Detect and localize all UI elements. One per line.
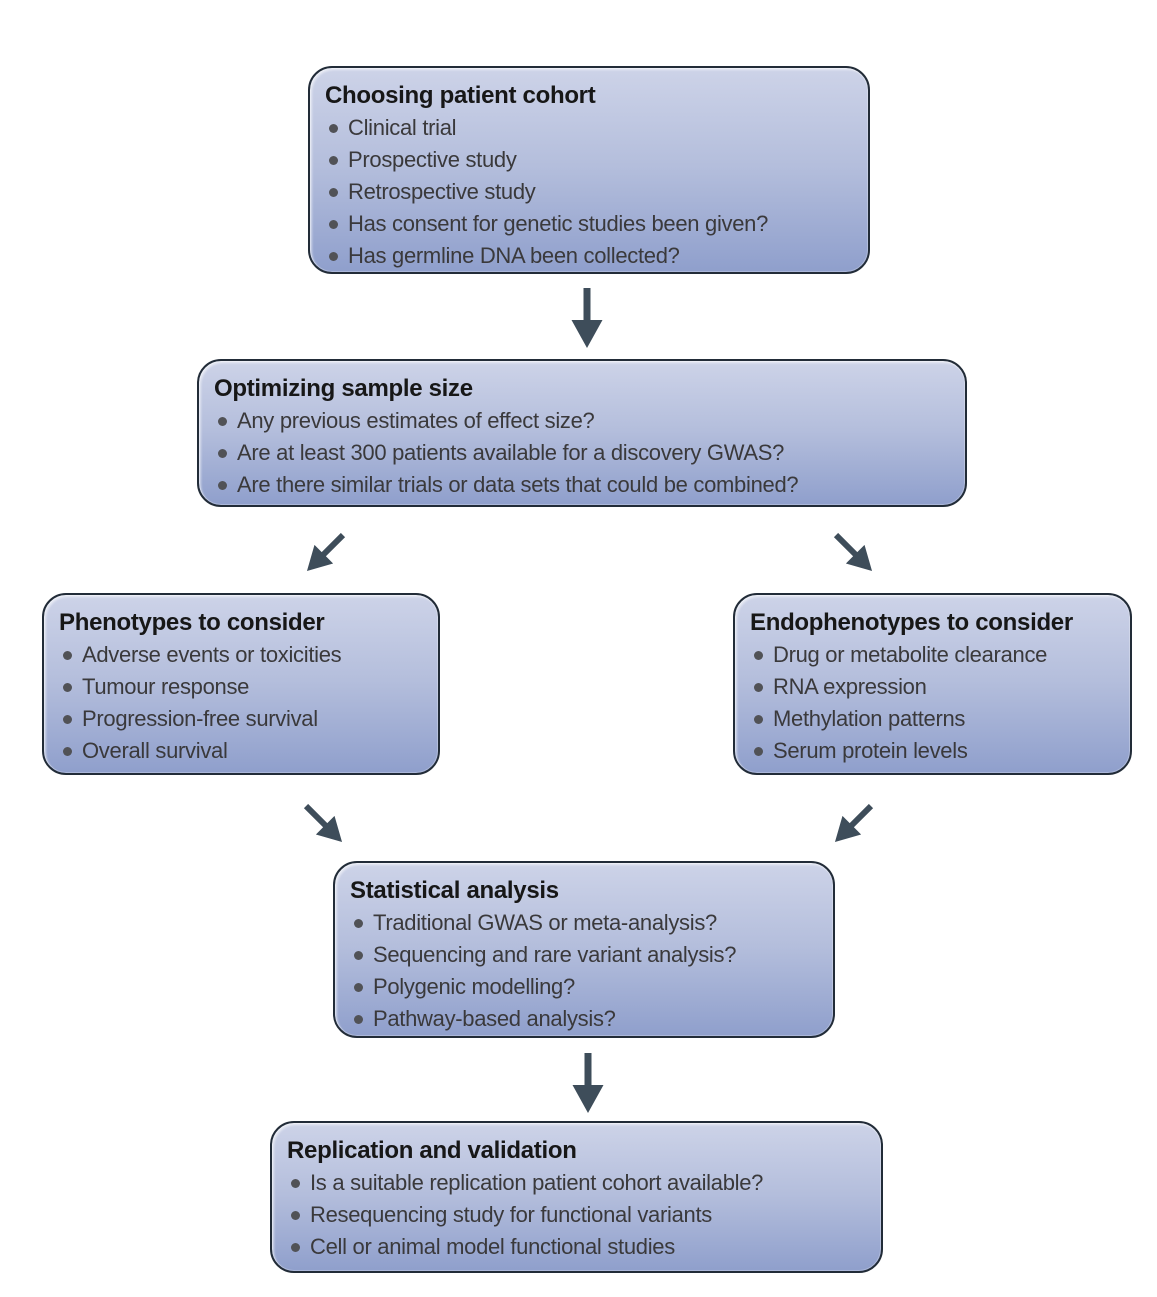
- node-bullet-list: Is a suitable replication patient cohort…: [287, 1167, 869, 1263]
- bullet-item: Pathway-based analysis?: [350, 1003, 821, 1035]
- bullet-item: Methylation patterns: [750, 703, 1118, 735]
- bullet-item: Are there similar trials or data sets th…: [214, 469, 953, 501]
- node-title: Optimizing sample size: [214, 375, 473, 402]
- bullet-item: Any previous estimates of effect size?: [214, 405, 953, 437]
- arrow-down-right-to-endophenotypes: [824, 523, 884, 583]
- arrow-down-left-to-phenotypes: [295, 523, 355, 583]
- down-arrow-icon: [834, 803, 874, 843]
- bullet-item: Drug or metabolite clearance: [750, 639, 1118, 671]
- bullet-item: Retrospective study: [325, 176, 856, 208]
- arrow-down-cohort-to-sample-size: [567, 288, 607, 348]
- down-arrow-icon: [306, 532, 346, 572]
- bullet-item: Overall survival: [59, 735, 426, 767]
- bullet-item: Polygenic modelling?: [350, 971, 821, 1003]
- bullet-item: Has germline DNA been collected?: [325, 240, 856, 272]
- down-arrow-icon: [572, 1053, 604, 1113]
- node-title: Choosing patient cohort: [325, 82, 596, 109]
- node-optimizing-sample-size: Optimizing sample size Any previous esti…: [197, 359, 967, 507]
- bullet-item: Are at least 300 patients available for …: [214, 437, 953, 469]
- down-arrow-icon: [571, 288, 603, 348]
- node-bullet-list: Traditional GWAS or meta-analysis?Sequen…: [350, 907, 821, 1035]
- arrow-down-right-to-statistical-analysis: [294, 794, 354, 854]
- bullet-item: Progression-free survival: [59, 703, 426, 735]
- node-endophenotypes-to-consider: Endophenotypes to consider Drug or metab…: [733, 593, 1132, 775]
- bullet-item: Serum protein levels: [750, 735, 1118, 767]
- down-arrow-icon: [833, 532, 873, 572]
- node-title: Endophenotypes to consider: [750, 609, 1073, 636]
- bullet-item: Prospective study: [325, 144, 856, 176]
- node-title: Phenotypes to consider: [59, 609, 325, 636]
- bullet-item: Resequencing study for functional varian…: [287, 1199, 869, 1231]
- bullet-item: Tumour response: [59, 671, 426, 703]
- bullet-item: Clinical trial: [325, 112, 856, 144]
- bullet-item: RNA expression: [750, 671, 1118, 703]
- node-title: Replication and validation: [287, 1137, 577, 1164]
- arrow-down-statistical-to-replication: [568, 1053, 608, 1113]
- node-replication-and-validation: Replication and validation Is a suitable…: [270, 1121, 883, 1273]
- bullet-item: Adverse events or toxicities: [59, 639, 426, 671]
- node-bullet-list: Any previous estimates of effect size?Ar…: [214, 405, 953, 501]
- bullet-item: Cell or animal model functional studies: [287, 1231, 869, 1263]
- down-arrow-icon: [303, 803, 343, 843]
- node-title: Statistical analysis: [350, 877, 559, 904]
- bullet-item: Has consent for genetic studies been giv…: [325, 208, 856, 240]
- bullet-item: Sequencing and rare variant analysis?: [350, 939, 821, 971]
- arrow-down-left-to-statistical-analysis: [823, 794, 883, 854]
- bullet-item: Traditional GWAS or meta-analysis?: [350, 907, 821, 939]
- node-statistical-analysis: Statistical analysis Traditional GWAS or…: [333, 861, 835, 1038]
- node-phenotypes-to-consider: Phenotypes to consider Adverse events or…: [42, 593, 440, 775]
- bullet-item: Is a suitable replication patient cohort…: [287, 1167, 869, 1199]
